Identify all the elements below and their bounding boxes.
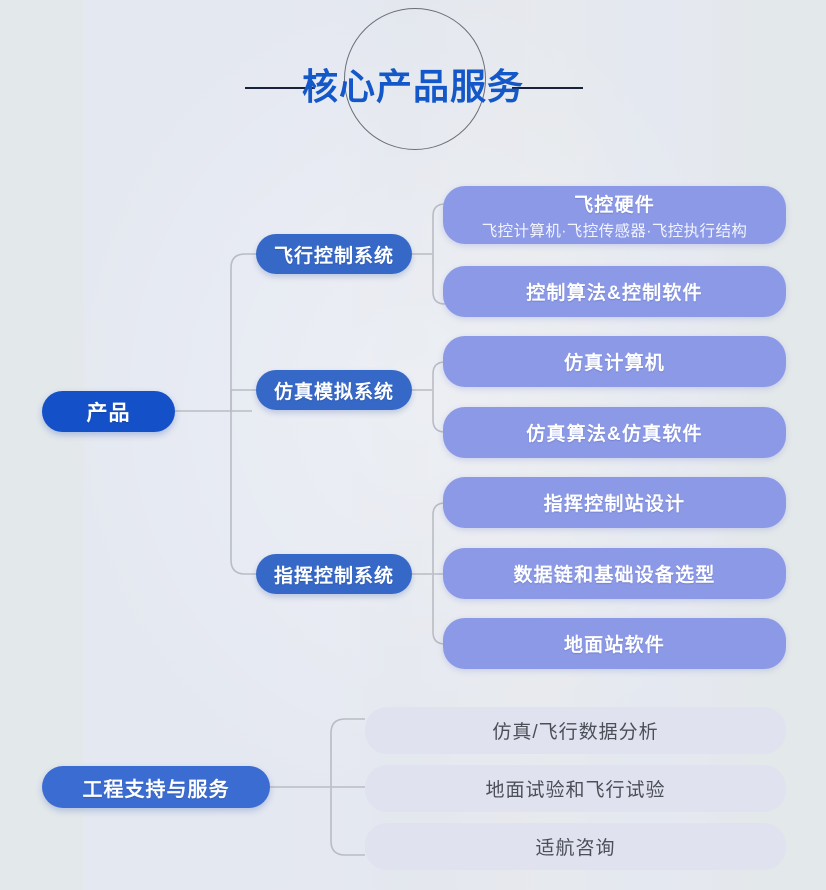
branch-label-command-control: 指挥控制系统	[273, 565, 394, 587]
header-rule-right	[512, 87, 583, 89]
header-rule-left	[245, 87, 315, 89]
card-title: 地面站软件	[563, 635, 665, 656]
branch-node-simulation[interactable]: 仿真模拟系统	[256, 370, 412, 410]
page-header: 核心产品服务	[0, 0, 826, 170]
page-title: 核心产品服务	[301, 66, 524, 107]
services-root-node[interactable]: 工程支持与服务	[42, 766, 270, 808]
branch-node-command-control[interactable]: 指挥控制系统	[256, 554, 412, 594]
card-command-station-design[interactable]: 指挥控制站设计	[443, 477, 786, 528]
card-ground-and-flight-tests[interactable]: 地面试验和飞行试验	[365, 765, 786, 812]
product-root-node[interactable]: 产品	[42, 391, 175, 432]
card-flight-control-hardware[interactable]: 飞控硬件 飞控计算机·飞控传感器·飞控执行结构	[443, 186, 786, 244]
product-root-label: 产品	[86, 401, 131, 425]
card-title: 仿真/飞行数据分析	[492, 722, 659, 743]
card-ground-station-software[interactable]: 地面站软件	[443, 618, 786, 669]
card-simulation-computer[interactable]: 仿真计算机	[443, 336, 786, 387]
card-datalink-equipment-selection[interactable]: 数据链和基础设备选型	[443, 548, 786, 599]
card-airworthiness-consulting[interactable]: 适航咨询	[365, 823, 786, 870]
card-title: 适航咨询	[535, 838, 616, 859]
branch-node-flight-control[interactable]: 飞行控制系统	[256, 234, 412, 274]
card-title: 仿真算法&仿真软件	[526, 424, 703, 445]
card-subtitle: 飞控计算机·飞控传感器·飞控执行结构	[481, 222, 748, 240]
card-title: 仿真计算机	[563, 353, 665, 374]
card-title: 地面试验和飞行试验	[485, 780, 666, 801]
card-title: 指挥控制站设计	[543, 494, 686, 515]
header-circle-decoration	[344, 8, 486, 150]
card-title: 飞控硬件	[574, 194, 655, 216]
services-root-label: 工程支持与服务	[82, 778, 230, 801]
card-simulation-flight-data-analysis[interactable]: 仿真/飞行数据分析	[365, 707, 786, 754]
branch-label-simulation: 仿真模拟系统	[273, 381, 394, 403]
card-control-algorithm-software[interactable]: 控制算法&控制软件	[443, 266, 786, 317]
card-title: 控制算法&控制软件	[526, 283, 703, 304]
card-simulation-algorithm-software[interactable]: 仿真算法&仿真软件	[443, 407, 786, 458]
card-title: 数据链和基础设备选型	[513, 565, 716, 586]
branch-label-flight-control: 飞行控制系统	[273, 245, 394, 267]
